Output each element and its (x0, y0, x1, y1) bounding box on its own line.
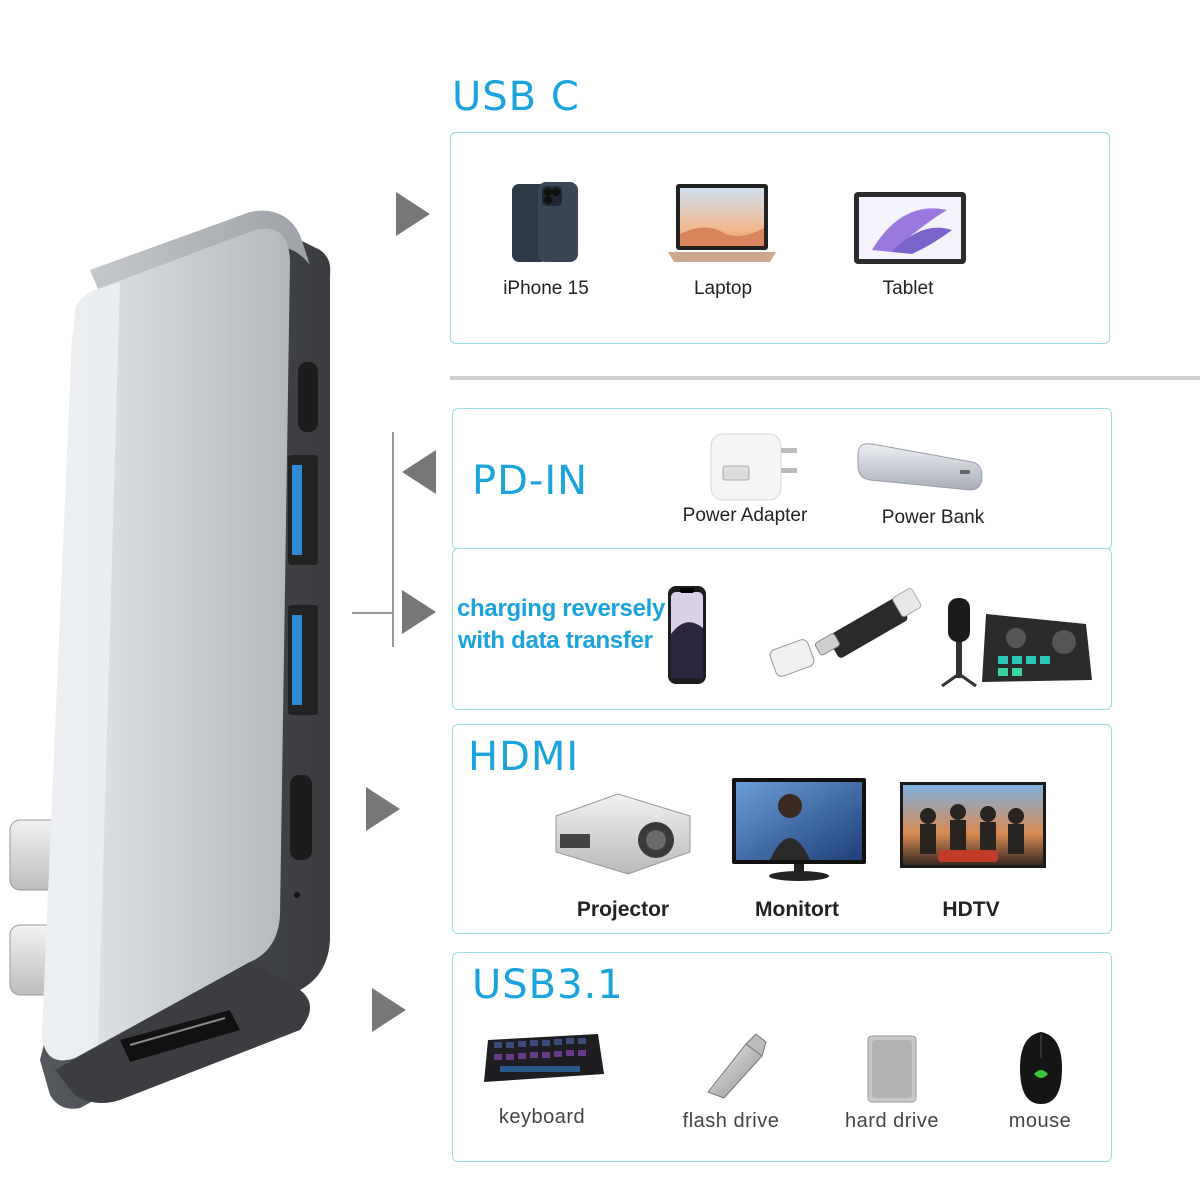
keyboard-label: keyboard (498, 1106, 586, 1128)
keyboard-icon (484, 1034, 604, 1082)
smartphone-icon (668, 586, 706, 684)
flash-drive-icon (707, 1033, 767, 1099)
mouse-label: mouse (1008, 1110, 1072, 1132)
mouse-icon (1020, 1032, 1062, 1104)
connector-line (392, 432, 394, 647)
hdtv-label: HDTV (942, 898, 1000, 921)
laptop-icon (668, 184, 776, 262)
hdtv-icon (900, 782, 1046, 868)
section-divider (450, 376, 1200, 380)
arrow-left-icon (402, 450, 436, 494)
arrow-right-icon (402, 590, 436, 634)
iphone-label: iPhone 15 (503, 278, 589, 299)
power-adapter-icon (710, 433, 797, 501)
projector-icon (555, 793, 691, 875)
monitor-icon (732, 778, 866, 881)
laptop-label: Laptop (693, 278, 753, 299)
usb-c-hub-icon (9, 210, 331, 1109)
power-bank-icon (857, 443, 983, 491)
pdin-box (452, 408, 1112, 550)
iphone-icon (512, 182, 578, 262)
port-usb-c-top (298, 362, 318, 432)
tablet-icon (854, 192, 966, 264)
flash-drive-label: flash drive (682, 1110, 780, 1132)
connector-line (352, 612, 392, 614)
power-adapter-label: Power Adapter (682, 505, 808, 526)
usbc-title: USB C (452, 74, 580, 120)
hard-drive-icon (867, 1035, 917, 1103)
hdmi-title: HDMI (468, 734, 580, 780)
port-hdmi (290, 775, 312, 860)
arrow-right-icon (372, 988, 406, 1032)
arrow-right-icon (366, 787, 400, 831)
audio-mixer-icon (941, 598, 1092, 688)
monitor-label: Monitort (755, 898, 839, 921)
iphone-item (490, 180, 600, 266)
hard-drive-label: hard drive (845, 1110, 939, 1132)
reverse-text-line2: with data transfer (458, 627, 653, 654)
power-bank-item (852, 434, 986, 502)
reverse-text-line1: charging reversely (457, 595, 666, 622)
tablet-label: Tablet (882, 278, 934, 299)
pdin-title: PD-IN (472, 458, 589, 504)
arrow-right-icon (396, 192, 430, 236)
usb-flash-drive-icon (769, 588, 922, 677)
sd-card-slot (120, 1010, 240, 1062)
projector-label: Projector (576, 898, 670, 921)
power-adapter-item (690, 428, 810, 504)
port-usb-a-2 (288, 605, 318, 715)
port-usb-a-1 (288, 455, 318, 565)
usb31-title: USB3.1 (472, 962, 624, 1008)
laptop-item (662, 182, 782, 266)
tablet-item (850, 190, 970, 266)
power-bank-label: Power Bank (881, 507, 985, 528)
